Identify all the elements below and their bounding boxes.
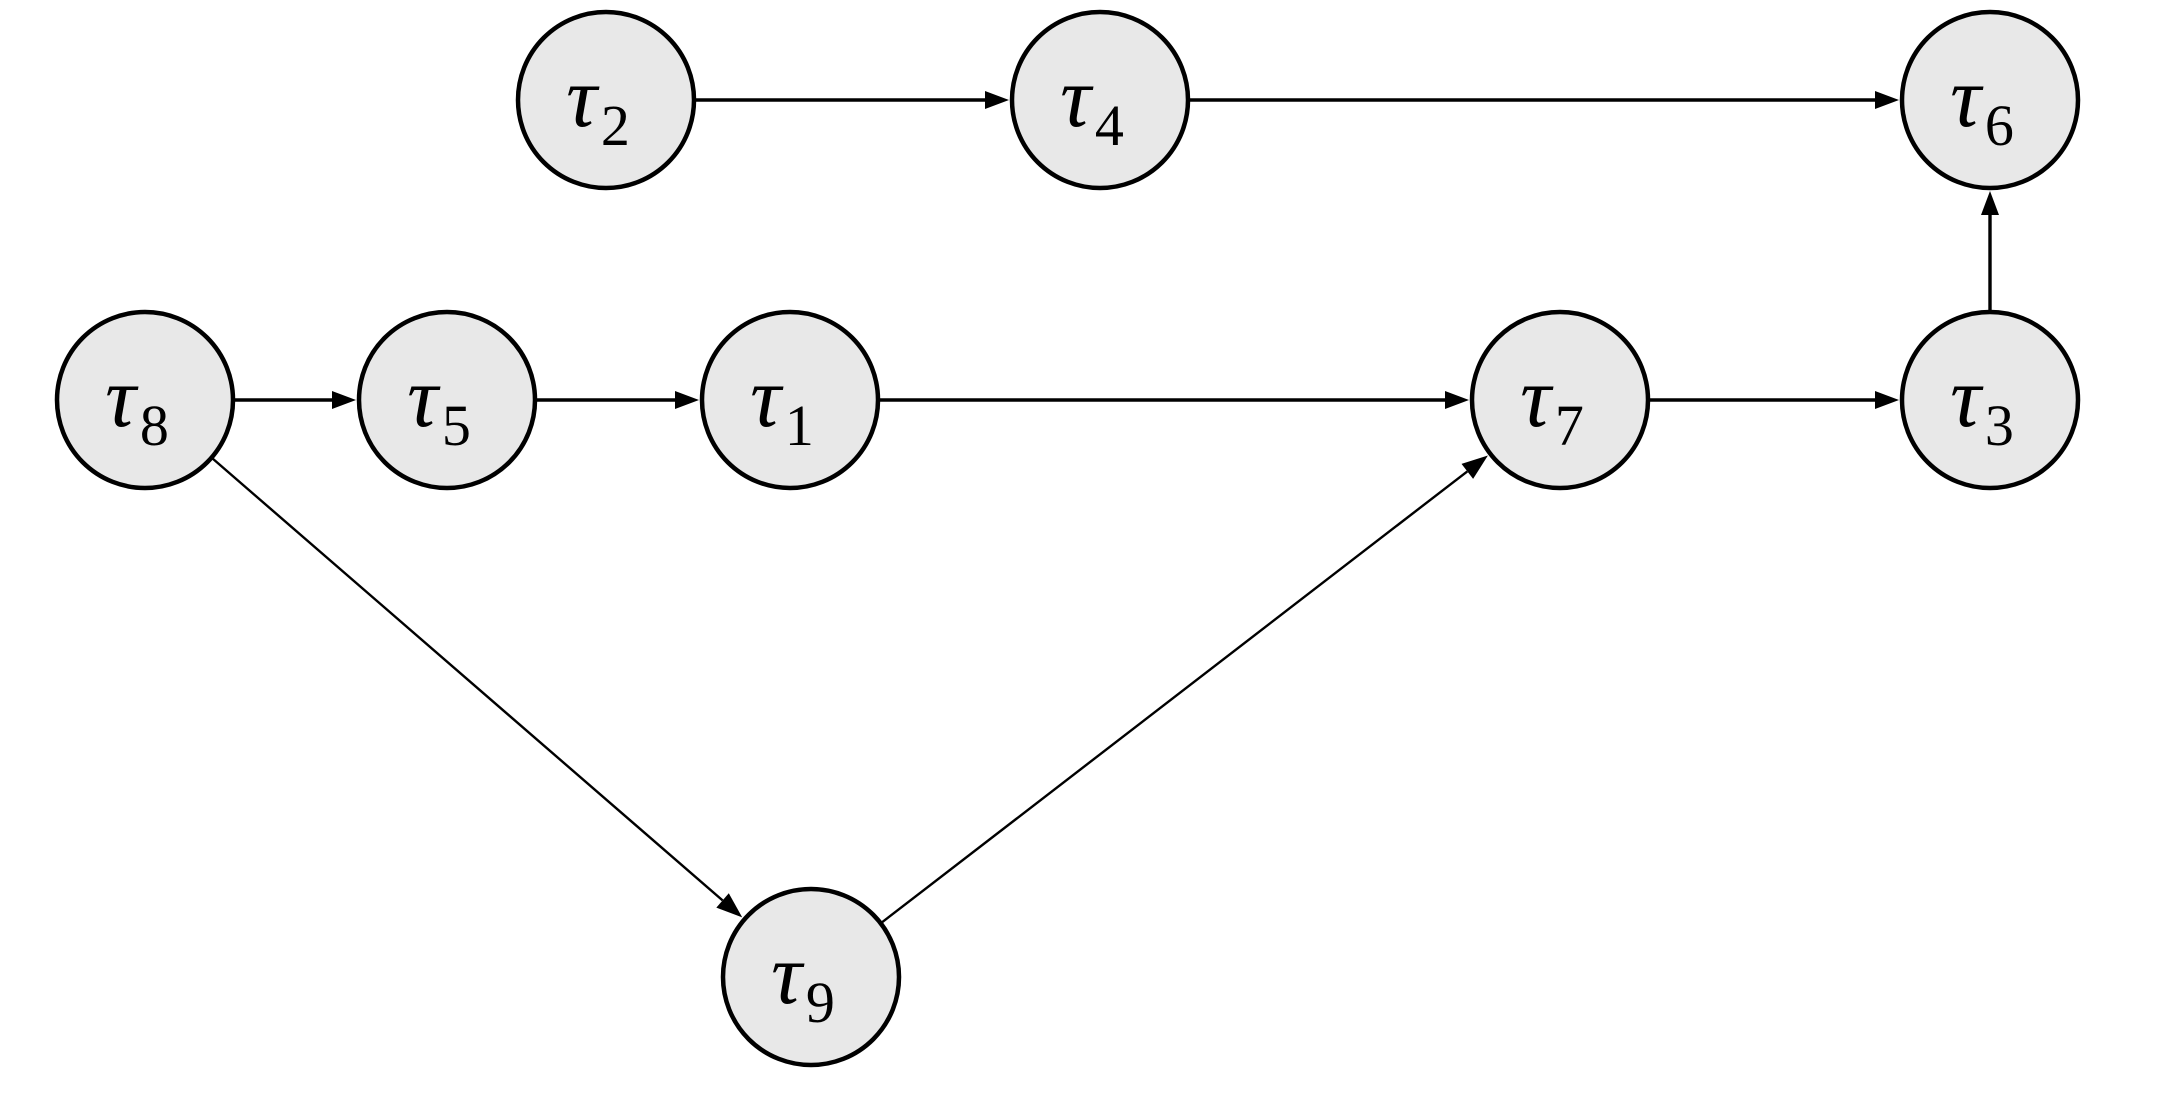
node-circle-t1[interactable] xyxy=(699,309,881,491)
node-subscript-t1: 1 xyxy=(785,393,814,458)
arrowhead-icon xyxy=(985,91,1009,109)
node-t4[interactable]: τ4 xyxy=(1009,9,1191,191)
edge-t4-to-t6 xyxy=(1189,91,1899,109)
node-label-t6: τ6 xyxy=(1950,49,2014,159)
edge-t8-to-t9 xyxy=(211,457,743,918)
edges-layer xyxy=(211,91,1999,924)
node-t3[interactable]: τ3 xyxy=(1899,309,2081,491)
edge-t8-to-t5 xyxy=(234,391,356,409)
node-circle-t2[interactable] xyxy=(515,9,697,191)
node-t5[interactable]: τ5 xyxy=(356,309,538,491)
node-subscript-t6: 6 xyxy=(1985,93,2014,158)
node-label-t4: τ4 xyxy=(1060,49,1124,159)
edge-t2-to-t4 xyxy=(695,91,1009,109)
node-label-t5: τ5 xyxy=(407,349,471,459)
node-subscript-t7: 7 xyxy=(1555,393,1584,458)
node-subscript-t3: 3 xyxy=(1985,393,2014,458)
node-label-t7: τ7 xyxy=(1520,349,1584,459)
nodes-layer: τ2 τ4 τ6 τ8 τ5 τ1 τ7 τ3 τ9 xyxy=(54,9,2081,1068)
node-subscript-t9: 9 xyxy=(806,970,835,1035)
node-circle-t9[interactable] xyxy=(720,886,902,1068)
arrowhead-icon xyxy=(1445,391,1469,409)
arrowhead-icon xyxy=(716,893,743,918)
edge-t5-to-t1 xyxy=(536,391,699,409)
node-label-t9: τ9 xyxy=(771,926,835,1036)
node-subscript-t4: 4 xyxy=(1095,93,1124,158)
edge-t9-to-t7 xyxy=(880,455,1488,924)
node-t9[interactable]: τ9 xyxy=(720,886,902,1068)
arrowhead-icon xyxy=(332,391,356,409)
arrowhead-icon xyxy=(1875,91,1899,109)
node-subscript-t8: 8 xyxy=(140,393,169,458)
node-circle-t4[interactable] xyxy=(1009,9,1191,191)
node-circle-t3[interactable] xyxy=(1899,309,2081,491)
node-circle-t6[interactable] xyxy=(1899,9,2081,191)
node-label-t1: τ1 xyxy=(750,349,814,459)
edge-t3-to-t6 xyxy=(1981,191,1999,311)
node-subscript-t5: 5 xyxy=(442,393,471,458)
node-label-t3: τ3 xyxy=(1950,349,2014,459)
arrowhead-icon xyxy=(675,391,699,409)
node-t6[interactable]: τ6 xyxy=(1899,9,2081,191)
node-t2[interactable]: τ2 xyxy=(515,9,697,191)
node-circle-t8[interactable] xyxy=(54,309,236,491)
node-subscript-t2: 2 xyxy=(601,93,630,158)
arrowhead-icon xyxy=(1461,455,1488,479)
node-circle-t5[interactable] xyxy=(356,309,538,491)
node-t8[interactable]: τ8 xyxy=(54,309,236,491)
arrowhead-icon xyxy=(1875,391,1899,409)
arrowhead-icon xyxy=(1981,191,1999,215)
node-t7[interactable]: τ7 xyxy=(1469,309,1651,491)
node-label-t8: τ8 xyxy=(105,349,169,459)
edge-t1-to-t7 xyxy=(879,391,1469,409)
edge-t7-to-t3 xyxy=(1649,391,1899,409)
node-label-t2: τ2 xyxy=(566,49,630,159)
node-t1[interactable]: τ1 xyxy=(699,309,881,491)
node-circle-t7[interactable] xyxy=(1469,309,1651,491)
